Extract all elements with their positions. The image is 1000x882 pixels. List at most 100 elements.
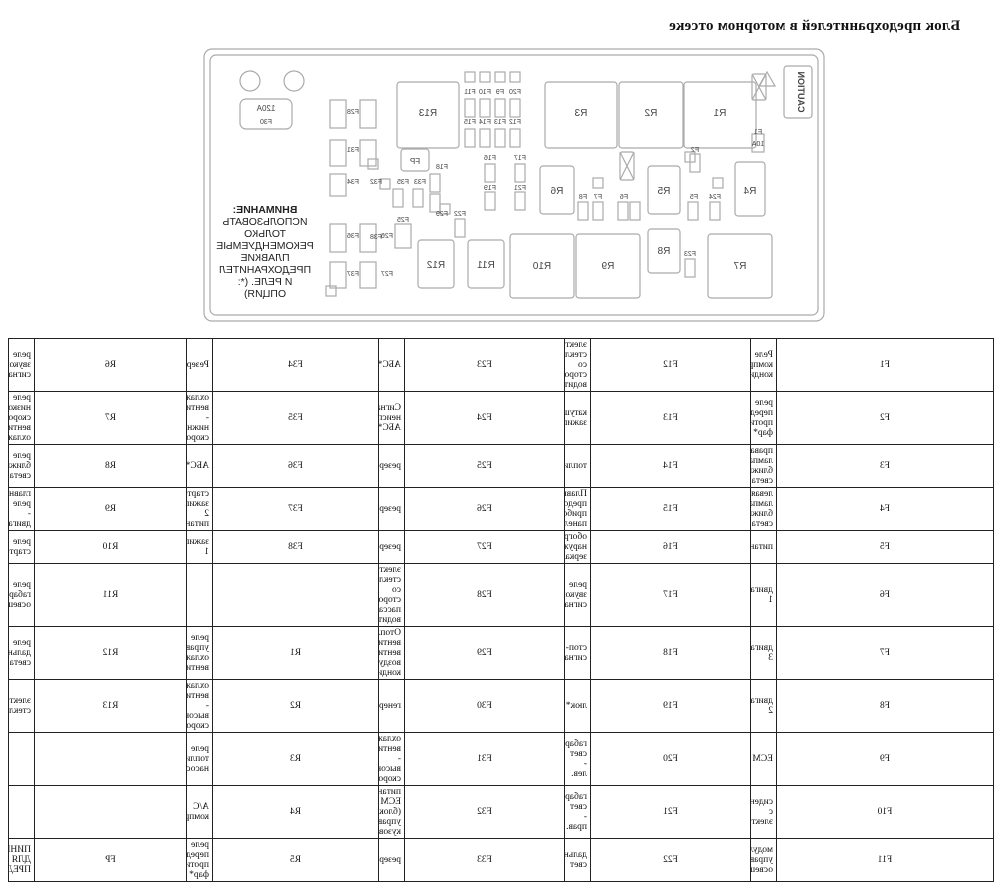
fuse-id: R5 [289, 855, 302, 865]
table-row: ПИНЦЕТ ДЛЯ ПРЕДОХРАНИТЕЛЕЙFPреле передни… [8, 838, 994, 882]
fuse-id: F17 [663, 590, 678, 600]
fuse-description: реле дальнего света [9, 638, 32, 668]
label-r6: R6 [550, 186, 563, 197]
fuse-description: реле передних противотуманных фар* [750, 398, 774, 438]
fuse-id-cell: F2 [776, 391, 994, 445]
fuse-description: охлаждающий вентилятор - высокая скорост… [186, 681, 210, 731]
fuse-box-svg: R13 R3 R2 R1 R6 R5 R4 R8 R10 R9 R7 R12 R… [203, 48, 825, 322]
fuse-description: стоп-сигналы [564, 643, 588, 663]
table-row: реле габаритного освещенияR11электрическ… [8, 563, 994, 627]
fuse-id: F34 [288, 360, 303, 370]
fuse-id: F2 [879, 413, 891, 423]
fuse-id-cell: F10 [776, 785, 994, 839]
label-f38: F38 [370, 234, 382, 241]
label-r8: R8 [657, 246, 670, 257]
fuse-id-cell: F37 [212, 487, 379, 531]
fuse-description-cell: ПИНЦЕТ ДЛЯ ПРЕДОХРАНИТЕЛЕЙ [8, 838, 35, 882]
fuse-description-cell: модуль управления освещением [750, 838, 777, 882]
fuse-id: F24 [477, 413, 492, 423]
label-f2: F2 [691, 147, 699, 154]
fuse-description-cell: электрический стеклоподъемник со стороны… [564, 338, 591, 392]
label-f5: F5 [690, 194, 698, 201]
fuse-description-cell: сиденье с электроприводом* [750, 785, 777, 839]
relay-r9 [575, 233, 641, 299]
fuse-description-cell: реле передних противотуманных фар* [186, 838, 213, 882]
fuse-id-cell: R13 [34, 679, 187, 733]
fuse-table: реле звукового сигнала R6 Резервный F34 АБС*… [8, 338, 994, 882]
table-row: реле ближнего светаR8АБС*F36резервныйF25… [8, 444, 994, 488]
fuse-id: F3 [879, 461, 891, 471]
label-f22: F22 [454, 211, 466, 218]
fuse-description-cell: стартер/зажигание 2 питание [186, 487, 213, 531]
fuse-id-cell: FP [34, 838, 187, 882]
fuse-puller [400, 148, 430, 172]
fuse-description-cell: охлаждающий вентилятор - высокая скорост… [378, 732, 405, 786]
fuse-description-cell: люк* [564, 679, 591, 733]
fuse-id-cell: F20 [590, 732, 751, 786]
fuse-description: реле звукового сигнала [564, 580, 588, 610]
fuse-id-cell: F11 [776, 838, 994, 882]
fuse-id-cell: R8 [34, 444, 187, 488]
fuse-id: F30 [477, 701, 492, 711]
fuse-id-cell: R3 [212, 732, 379, 786]
fuse-description: АБС* [378, 360, 402, 370]
fuse-description-cell: Резервный [186, 338, 213, 392]
fuse-id-cell: F19 [590, 679, 751, 733]
fuse-description: двигатель 1 [750, 585, 774, 605]
label-f34: F34 [347, 179, 359, 186]
fuse-description-cell: габаритный свет - прав. [564, 785, 591, 839]
fuse-description-cell: топливо [564, 444, 591, 488]
fuse-description-cell: двигатель 1 [750, 563, 777, 627]
fuse-description: резервный [379, 542, 402, 552]
fuse-description: реле звукового сигнала [8, 350, 32, 380]
fuse-id: R3 [289, 754, 302, 764]
fuse-description: резервный [379, 504, 402, 514]
fuse-id: F9 [879, 754, 891, 764]
fuse-id-cell: F14 [590, 444, 751, 488]
fuse-description-cell: двигатель 2 [750, 679, 777, 733]
fuse-id: R6 [104, 360, 117, 370]
fuse-id-cell: F34 [212, 338, 379, 392]
fuse-description: реле габаритного освещения [9, 580, 32, 610]
fuse-id: F37 [288, 504, 303, 514]
fuse-description: двигатель 2 [750, 696, 774, 716]
fuse-id: F5 [879, 542, 891, 552]
fuse-description-cell: реле габаритного освещения [8, 563, 35, 627]
fuse-id-cell [34, 785, 187, 839]
fuse-description: реле стартера [9, 537, 32, 557]
label-f35: F35 [397, 179, 409, 186]
fuse-id: F13 [663, 413, 678, 423]
relay-r11 [467, 239, 505, 289]
label-f6: F6 [620, 194, 628, 201]
label-f20: F20 [509, 89, 521, 96]
fuse-id-cell: F18 [590, 626, 751, 680]
fuse-description-cell: резервный [378, 530, 405, 564]
mount-circle [239, 70, 261, 92]
fuse-id-cell: R5 [212, 838, 379, 882]
relay-r8 [647, 228, 681, 274]
page-title: Блок предохранителей в моторном отсеке [668, 18, 960, 34]
fuse-id: F1 [879, 360, 891, 370]
fuse-description-cell: дальний свет [564, 838, 591, 882]
label-r2: R2 [644, 108, 657, 119]
fuse-id: F8 [879, 701, 891, 711]
fuse-id: R4 [289, 807, 302, 817]
fuse-description-cell: двигатель 3 [750, 626, 777, 680]
fuse-description-cell: реле звукового сигнала [8, 338, 35, 392]
fuse-id: F7 [879, 648, 891, 658]
label-f16: F16 [484, 155, 496, 162]
fuse-id: R12 [102, 648, 119, 658]
fuse-id-cell: F12 [590, 338, 751, 392]
caution-label [783, 65, 813, 119]
relay-r2 [618, 81, 684, 149]
label-f18: F18 [436, 164, 448, 171]
relay-r1 [683, 81, 757, 149]
fuse-description-cell: левая лампа ближнего света [750, 487, 777, 531]
fuse-description-cell [8, 785, 35, 839]
fuse-id: F23 [477, 360, 492, 370]
fuse-description: электрический стеклоподъемник [9, 696, 32, 716]
fuse-description: Плавкий предохранитель приборной панели [564, 489, 588, 529]
label-f32: F32 [370, 179, 382, 186]
fuse-id: R2 [289, 701, 302, 711]
